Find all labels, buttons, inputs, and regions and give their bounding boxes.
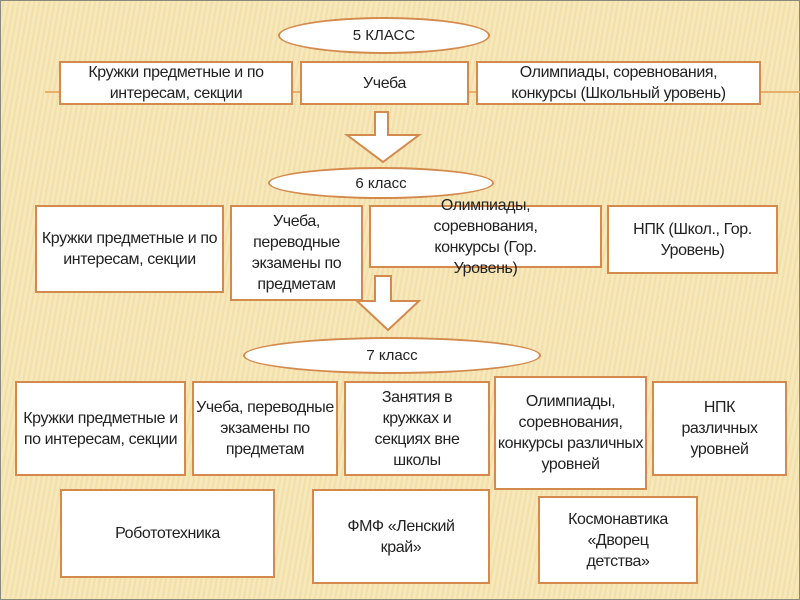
box-text: Робототехника	[115, 525, 220, 542]
grade5-clubs: Кружки предметные и по интересам, секции	[59, 61, 293, 105]
box-text: Олимпиады, соревнования, конкурсы (Гор. …	[433, 196, 538, 277]
box-text: Олимпиады, соревнования, конкурсы различ…	[497, 393, 644, 473]
box-text: Кружки предметные и по интересам, секции	[23, 409, 178, 448]
box-text: Учеба, переводные экзамены по предметам	[251, 213, 342, 293]
box-text: Кружки предметные и по интересам, секции	[88, 64, 264, 102]
grade6-clubs: Кружки предметные и по интересам, секции	[35, 205, 224, 293]
down-arrow-icon	[354, 275, 422, 332]
grade-6-ellipse: 6 класс	[268, 167, 494, 199]
grade6-study: Учеба, переводные экзамены по предметам	[230, 205, 363, 301]
grade6-olympiads: Олимпиады, соревнования, конкурсы (Гор. …	[369, 197, 602, 277]
grade5-study: Учеба	[300, 61, 469, 105]
grade7-external-clubs: Занятия в кружках и секциях вне школы	[344, 381, 490, 476]
box-text: Кружки предметные и по интересам, секции	[41, 230, 218, 268]
robotics-box: Робототехника	[60, 489, 275, 578]
grade-6-title: 6 класс	[355, 174, 407, 192]
grade7-npk: НПК различных уровней	[652, 381, 787, 476]
grade-5-title: 5 КЛАСС	[352, 27, 416, 44]
cosmonautics-box: Космонавтика «Дворец детства»	[538, 496, 698, 584]
box-text: ФМФ «Ленский край»	[347, 517, 455, 556]
grade-7-ellipse: 7 класс	[243, 337, 541, 374]
fmf-box: ФМФ «Ленский край»	[312, 489, 490, 584]
grade7-olympiads: Олимпиады, соревнования, конкурсы различ…	[494, 376, 647, 490]
box-text: Учеба	[363, 74, 406, 92]
box-text: Занятия в кружках и секциях вне школы	[374, 388, 460, 469]
box-text: Учеба, переводные экзамены по предметам	[196, 399, 334, 458]
grade-7-title: 7 класс	[366, 347, 418, 364]
box-text: Космонавтика «Дворец детства»	[568, 510, 668, 570]
grade7-study: Учеба, переводные экзамены по предметам	[192, 381, 338, 476]
down-arrow-icon	[344, 111, 422, 164]
box-text: НПК (Школ., Гор. Уровень)	[633, 220, 752, 259]
grade6-npk: НПК (Школ., Гор. Уровень)	[607, 205, 778, 274]
grade7-clubs: Кружки предметные и по интересам, секции	[15, 381, 186, 476]
box-text: НПК различных уровней	[681, 399, 758, 458]
grade-5-ellipse: 5 КЛАСС	[278, 17, 490, 54]
grade5-olympiads: Олимпиады, соревнования, конкурсы (Школь…	[476, 61, 761, 105]
box-text: Олимпиады, соревнования, конкурсы (Школь…	[511, 64, 726, 102]
